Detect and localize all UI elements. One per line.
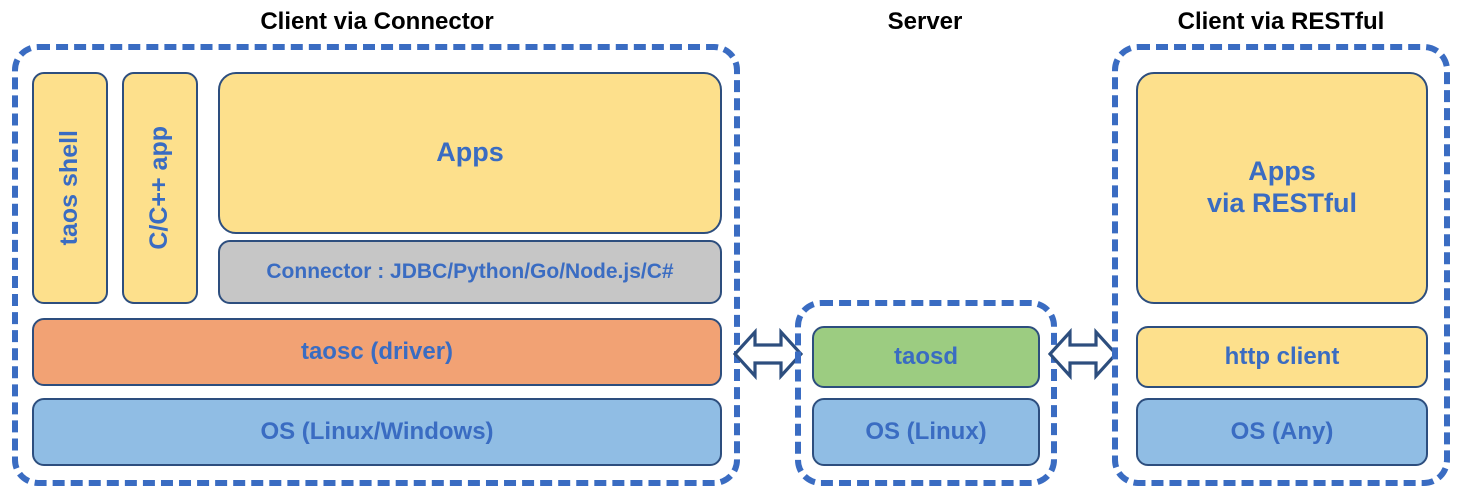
section-title-client-connector: Client via Connector: [260, 8, 494, 35]
box-cpp-app[interactable]: C/C++ app: [122, 72, 198, 304]
box-taosd-label: taosd: [893, 342, 958, 370]
box-connector-list[interactable]: Connector : JDBC/Python/Go/Node.js/C#: [218, 240, 722, 304]
double-arrow-horizontal-icon: [1048, 327, 1118, 381]
box-os-any[interactable]: OS (Any): [1136, 398, 1428, 466]
box-apps-via-restful-label-line1: Apps: [1248, 156, 1316, 187]
connector-client-to-server: [733, 325, 803, 383]
connector-server-to-restful: [1048, 325, 1118, 383]
box-os-linux-label: OS (Linux): [865, 417, 987, 445]
box-os-linux[interactable]: OS (Linux): [812, 398, 1040, 466]
group-server: [795, 300, 1057, 486]
box-apps-connector[interactable]: Apps: [218, 72, 722, 234]
box-http-client-label: http client: [1224, 342, 1340, 370]
box-taos-shell[interactable]: taos shell: [32, 72, 108, 304]
box-os-linux-windows[interactable]: OS (Linux/Windows): [32, 398, 722, 466]
box-http-client[interactable]: http client: [1136, 326, 1428, 388]
box-os-any-label: OS (Any): [1230, 417, 1334, 445]
box-apps-connector-label: Apps: [436, 137, 504, 168]
double-arrow-horizontal-icon: [733, 327, 803, 381]
box-taosd[interactable]: taosd: [812, 326, 1040, 388]
box-connector-list-label: Connector : JDBC/Python/Go/Node.js/C#: [266, 259, 674, 283]
group-client-via-connector: [12, 44, 740, 486]
box-apps-via-restful[interactable]: Apps via RESTful: [1136, 72, 1428, 304]
box-taos-shell-label: taos shell: [55, 130, 84, 246]
box-os-linux-windows-label: OS (Linux/Windows): [260, 417, 494, 445]
box-apps-via-restful-label-line2: via RESTful: [1206, 188, 1358, 218]
box-cpp-app-label: C/C++ app: [145, 126, 174, 250]
section-title-client-restful: Client via RESTful: [1177, 8, 1385, 35]
box-taosc-driver-label: taosc (driver): [300, 337, 454, 365]
section-title-server: Server: [887, 8, 963, 35]
box-taosc-driver[interactable]: taosc (driver): [32, 318, 722, 386]
group-client-via-restful: [1112, 44, 1450, 486]
